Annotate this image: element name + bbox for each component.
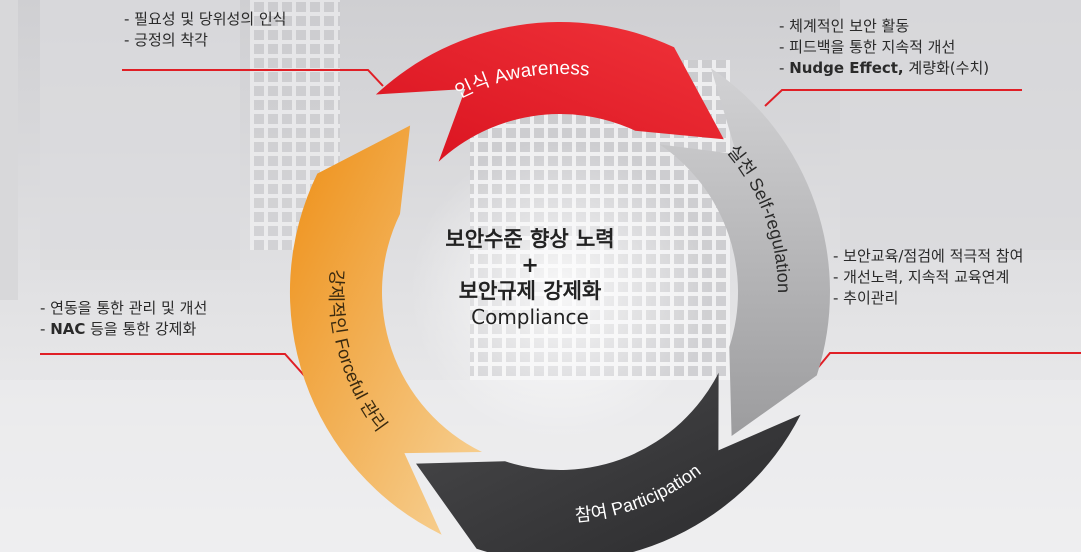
note-self-line-1: - 체계적인 보안 활동 bbox=[779, 17, 910, 35]
center-compliance: Compliance bbox=[471, 305, 589, 329]
leader-awareness bbox=[122, 69, 384, 87]
leader-forceful bbox=[40, 353, 311, 383]
segment-awareness bbox=[375, 22, 724, 162]
note-forceful-line-2: - NAC 등을 통한 강제화 bbox=[40, 320, 197, 338]
leader-self-regulation bbox=[764, 89, 1022, 107]
note-awareness: - 필요성 및 당위성의 인식 - 긍정의 착각 bbox=[124, 9, 287, 51]
note-forceful: - 연동을 통한 관리 및 개선 - NAC 등을 통한 강제화 bbox=[40, 298, 207, 340]
cycle-ring bbox=[289, 22, 830, 552]
note-participation: - 보안교육/점검에 적극적 참여 - 개선노력, 지속적 교육연계 - 추이관… bbox=[833, 246, 1023, 309]
center-line-1: 보안수준 향상 노력 bbox=[445, 227, 615, 251]
segment-self-regulation bbox=[659, 68, 830, 436]
note-forceful-line-1: - 연동을 통한 관리 및 개선 bbox=[40, 299, 208, 317]
note-self-line-2: - 피드백을 통한 지속적 개선 bbox=[779, 38, 956, 56]
left-building bbox=[40, 0, 240, 270]
leader-participation bbox=[815, 352, 1081, 371]
center-line-3: 보안규제 강제화 bbox=[458, 279, 602, 303]
note-participation-line-1: - 보안교육/점검에 적극적 참여 bbox=[833, 247, 1024, 265]
leader-lines bbox=[40, 69, 1081, 383]
nudge-effect-bold: Nudge Effect, bbox=[789, 59, 904, 77]
left-building-edge bbox=[0, 0, 18, 300]
center-glow bbox=[410, 140, 710, 440]
note-self-regulation: - 체계적인 보안 활동 - 피드백을 통한 지속적 개선 - Nudge Ef… bbox=[779, 16, 989, 79]
segment-forceful bbox=[289, 125, 482, 535]
nac-bold: NAC bbox=[50, 320, 86, 338]
note-self-line-3: - Nudge Effect, 계량화(수치) bbox=[779, 59, 990, 77]
note-awareness-line-1: - 필요성 및 당위성의 인식 bbox=[124, 10, 287, 28]
segment-participation bbox=[416, 372, 801, 552]
center-text: 보안수준 향상 노력 + 보안규제 강제화 Compliance bbox=[400, 226, 660, 330]
right-building bbox=[840, 0, 1081, 250]
note-participation-line-3: - 추이관리 bbox=[833, 289, 899, 307]
note-awareness-line-2: - 긍정의 착각 bbox=[124, 31, 208, 49]
note-participation-line-2: - 개선노력, 지속적 교육연계 bbox=[833, 268, 1010, 286]
center-plus: + bbox=[521, 253, 539, 277]
